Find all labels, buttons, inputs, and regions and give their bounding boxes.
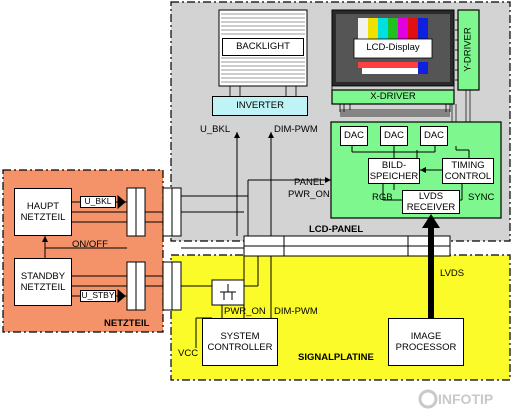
netzteil-connectors bbox=[126, 187, 182, 311]
dac-ribbon-bus bbox=[340, 90, 471, 122]
image-processor-block: IMAGE PROCESSOR bbox=[388, 318, 464, 366]
lcd-panel-region-label: LCD-PANEL bbox=[309, 224, 364, 235]
dim-pwm-sys-label: DIM-PWM bbox=[274, 306, 318, 317]
standby-netzteil-block: STANDBY NETZTEIL bbox=[14, 258, 72, 306]
backlight-label: BACKLIGHT bbox=[222, 38, 304, 56]
system-controller-block: SYSTEM CONTROLLER bbox=[202, 318, 278, 366]
signalplatine-region-label: SIGNALPLATINE bbox=[298, 352, 374, 363]
panel-label: PANEL bbox=[294, 177, 325, 188]
dac-block-2: DAC bbox=[380, 126, 408, 146]
haupt-netzteil-block: HAUPT NETZTEIL bbox=[14, 188, 72, 236]
lvds-bus bbox=[422, 214, 440, 320]
timing-control-block: TIMING CONTROL bbox=[442, 158, 494, 184]
u-bkl-netzteil-tag: U_BKL bbox=[80, 196, 116, 208]
board-connector bbox=[243, 235, 451, 257]
x-driver-block bbox=[331, 89, 455, 105]
pwr-on-panel-label: PWR_ON bbox=[288, 189, 330, 200]
dim-pwm-inverter-label: DIM-PWM bbox=[274, 124, 318, 135]
infotip-watermark: INFOTIP bbox=[438, 391, 494, 407]
rgb-label: RGB bbox=[372, 192, 393, 203]
sync-label: SYNC bbox=[468, 192, 495, 203]
bildspeicher-block: BILD- SPEICHER bbox=[368, 158, 420, 184]
pwr-on-sys-label: PWR_ON bbox=[224, 306, 266, 317]
dac-block-3: DAC bbox=[420, 126, 448, 146]
lvds-receiver-block: LVDS RECEIVER bbox=[402, 190, 460, 214]
netzteil-region-label: NETZTEIL bbox=[104, 318, 150, 329]
dac-block-1: DAC bbox=[340, 126, 368, 146]
u-stby-tag: U_STBY bbox=[80, 290, 116, 302]
lcd-display-label: LCD-Display bbox=[366, 42, 420, 53]
x-driver-label: X-DRIVER bbox=[370, 91, 416, 103]
u-bkl-inverter-label: U_BKL bbox=[200, 124, 231, 135]
on-off-label: ON/OFF bbox=[72, 239, 108, 250]
power-switch-symbol bbox=[211, 279, 245, 306]
lvds-label: LVDS bbox=[440, 268, 465, 279]
y-driver-label: Y-DRIVER bbox=[462, 27, 474, 72]
lcd-display-panel bbox=[331, 9, 455, 92]
infotip-logo-icon bbox=[418, 389, 438, 409]
inverter-block: INVERTER bbox=[212, 96, 308, 116]
vcc-label: VCC bbox=[178, 348, 199, 359]
